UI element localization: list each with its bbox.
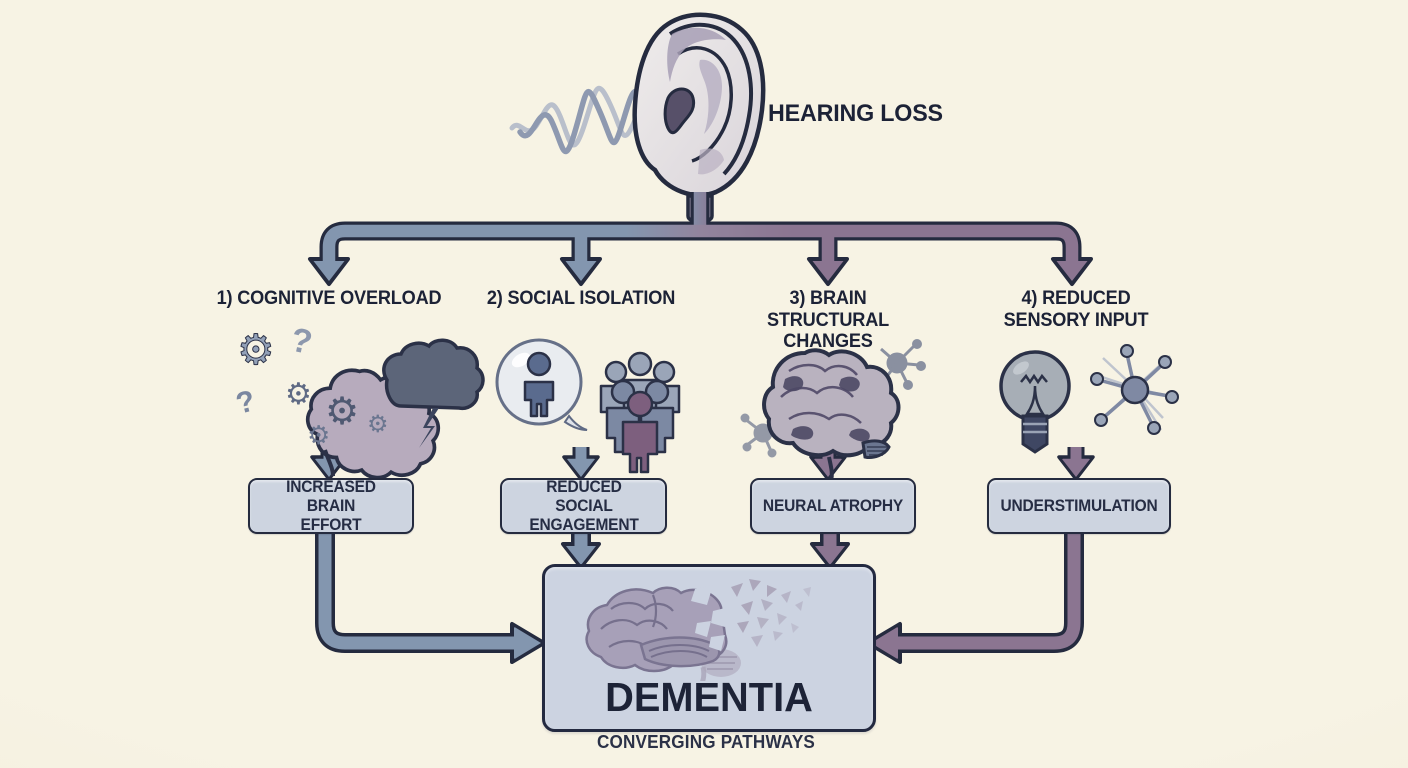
hearing-loss-title: HEARING LOSS: [768, 100, 943, 127]
outcome-box-neural-atrophy: NEURAL ATROPHY: [750, 478, 916, 534]
svg-text:⚙: ⚙: [307, 421, 330, 451]
svg-text:?: ?: [287, 321, 315, 362]
outcome-box-understimulation: UNDERSTIMULATION: [987, 478, 1171, 534]
svg-text:?: ?: [233, 384, 259, 420]
svg-text:?: ?: [384, 382, 411, 423]
svg-text:⚙: ⚙: [367, 410, 389, 438]
dementia-box: DEMENTIA: [542, 564, 876, 732]
dissolving-brain-icon: [585, 579, 811, 681]
dementia-label: DEMENTIA: [605, 674, 813, 720]
outcome-label: NEURAL ATROPHY: [762, 496, 904, 515]
pathway-3-heading: 3) BRAIN STRUCTURAL CHANGES: [766, 287, 890, 352]
outcome-label: REDUCED SOCIAL ENGAGEMENT: [528, 477, 639, 534]
sound-waves-icon: [509, 85, 669, 155]
brain-neurons-icon: [740, 339, 926, 482]
converging-pathways-caption: CONVERGING PATHWAYS: [596, 732, 816, 752]
ear-icon: [632, 12, 766, 224]
isolation-bubble-group-icon: [495, 338, 681, 474]
branch-connectors: [308, 192, 1093, 286]
pathway-1-heading: 1) COGNITIVE OVERLOAD: [216, 287, 442, 309]
pathway-2-heading: 2) SOCIAL ISOLATION: [486, 287, 676, 309]
dim-bulb-neuron-icon: [999, 343, 1179, 454]
neuron-network-icon: [1090, 343, 1179, 435]
outcome-box-reduced-social-engagement: REDUCED SOCIAL ENGAGEMENT: [500, 478, 667, 534]
svg-text:⚙: ⚙: [325, 389, 359, 433]
icon-to-box-arrows: [310, 447, 1095, 481]
pathway-4-heading: 4) REDUCED SENSORY INPUT: [1003, 287, 1149, 331]
dim-lightbulb-icon: [999, 350, 1071, 454]
outcome-label: UNDERSTIMULATION: [1000, 496, 1158, 515]
neuron-lower-icon: [740, 413, 786, 458]
svg-text:⚙: ⚙: [285, 377, 312, 412]
brain-gears-storm-icon: ? ? ? ⚙ ⚙ ⚙ ⚙ ⚙: [233, 321, 485, 480]
svg-text:⚙: ⚙: [237, 325, 275, 374]
outcome-label: INCREASED BRAIN EFFORT: [286, 477, 376, 534]
outcome-box-increased-brain-effort: INCREASED BRAIN EFFORT: [248, 478, 414, 534]
